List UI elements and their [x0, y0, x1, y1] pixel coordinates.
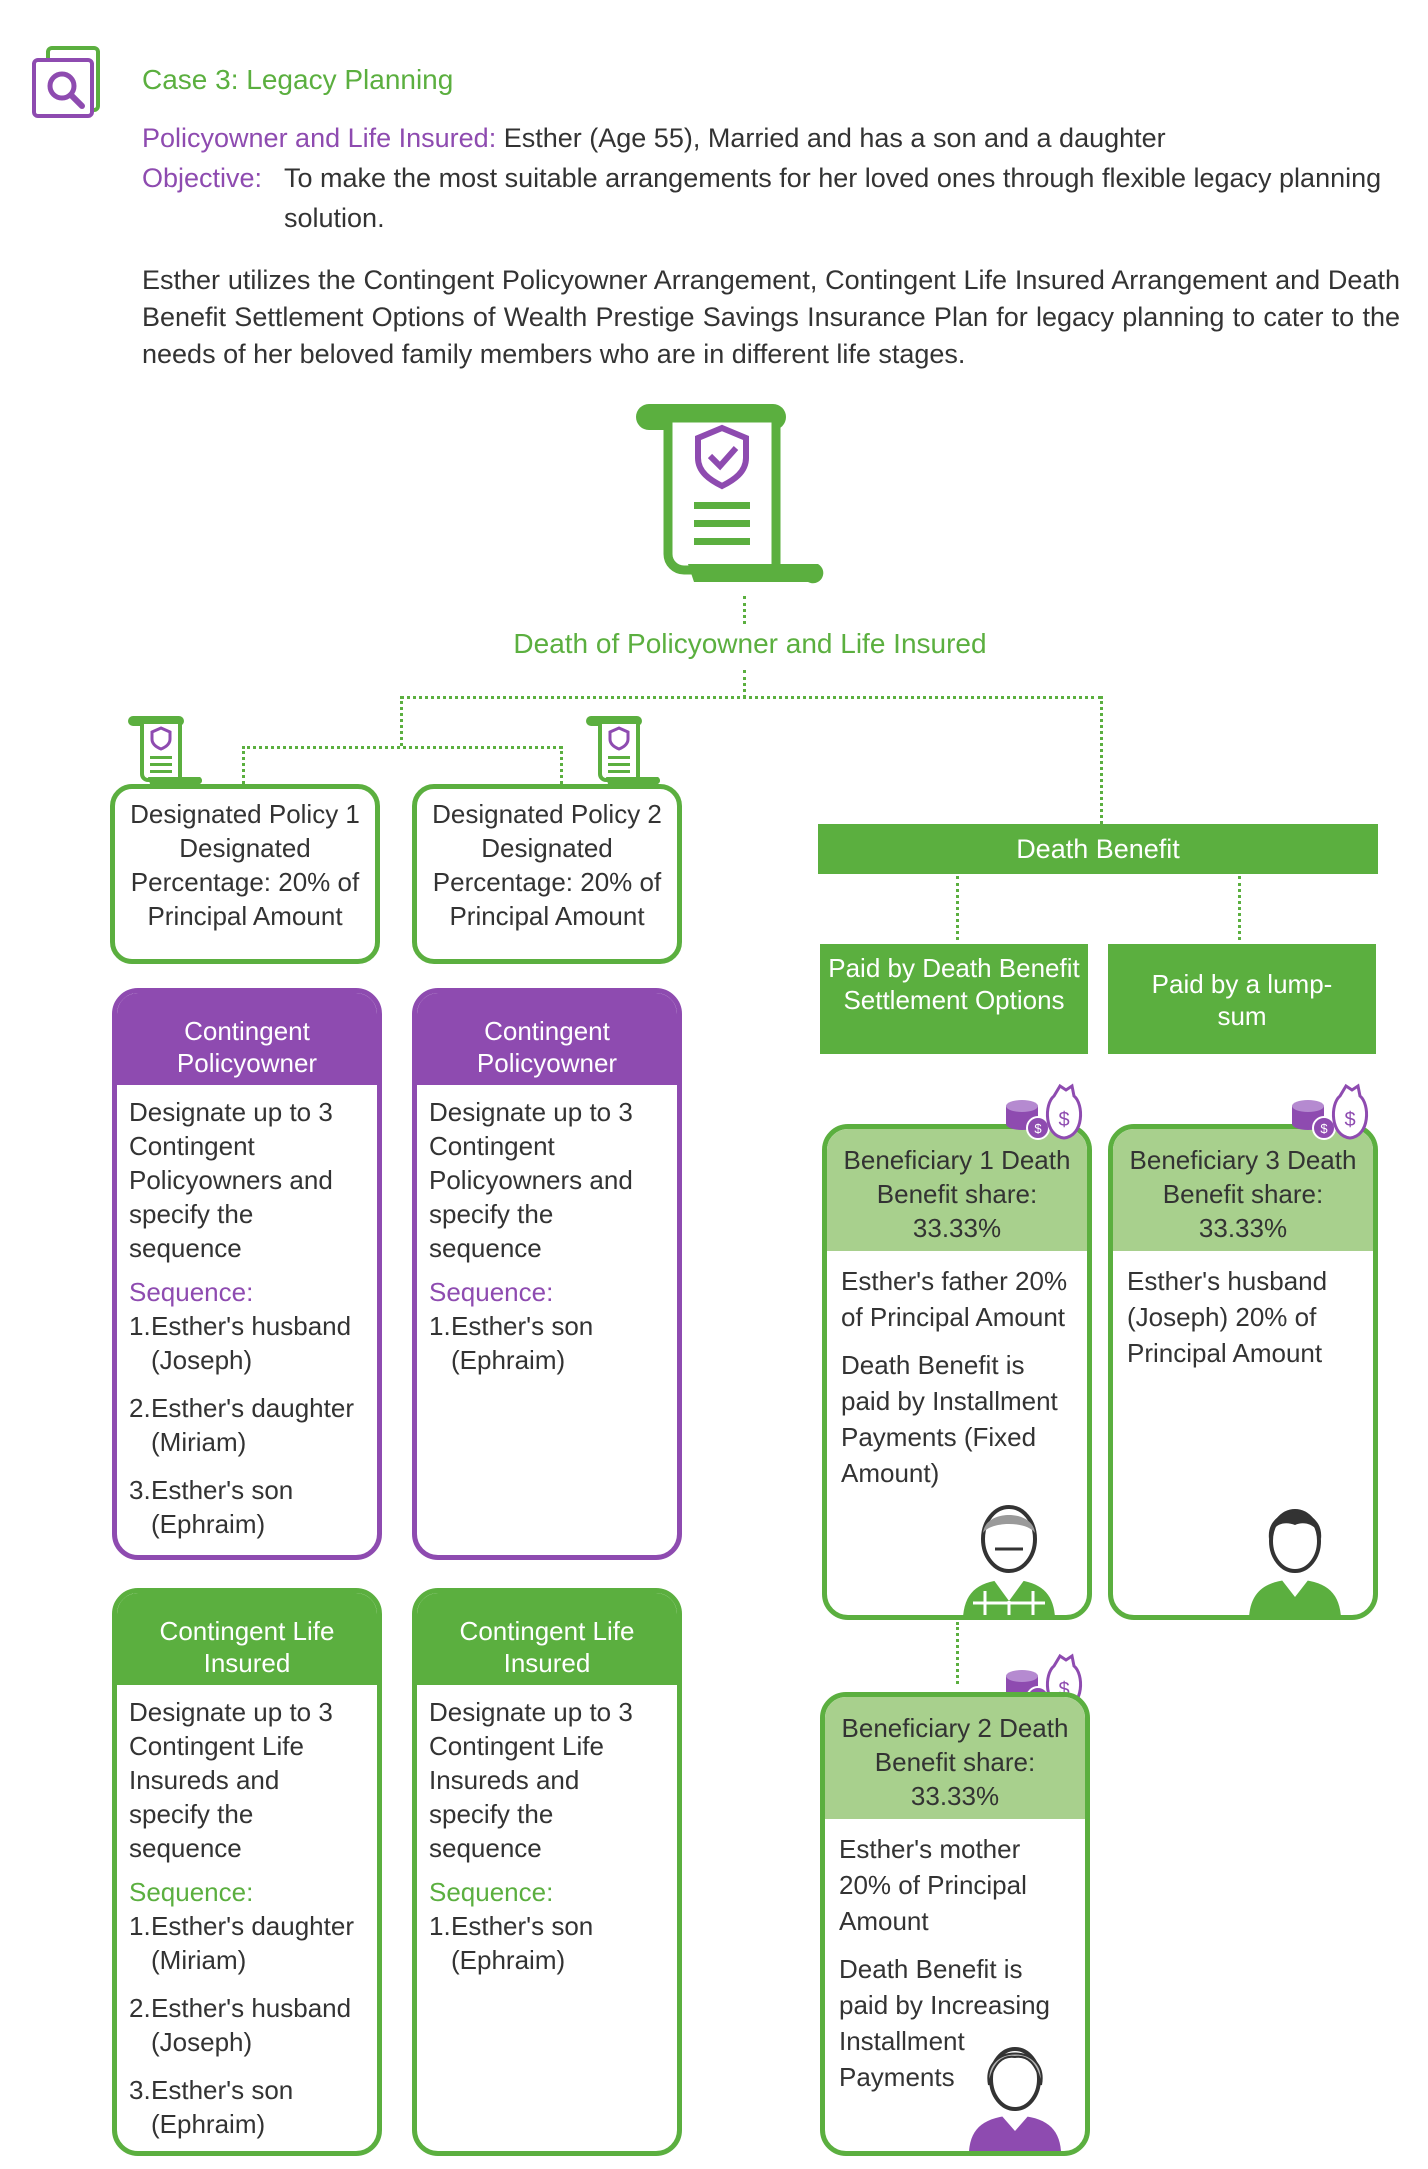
policy-2-icon: [584, 714, 661, 790]
sequence-item: 1.Esther's daughter (Miriam): [129, 1911, 354, 1975]
connector: [956, 876, 959, 940]
policy-scroll-icon: [128, 716, 203, 785]
designated-policy-2: Designated Policy 2 Designated Percentag…: [412, 784, 682, 964]
insured-label: Policyowner and Life Insured:: [142, 123, 497, 153]
beneficiary-header: Beneficiary 2 Death Benefit share: 33.33…: [825, 1697, 1085, 1819]
insured-line: Policyowner and Life Insured: Esther (Ag…: [142, 118, 1166, 158]
svg-text:$: $: [1344, 1109, 1355, 1131]
insured-value: Esther (Age 55), Married and has a son a…: [503, 123, 1166, 153]
designated-policy-1: Designated Policy 1 Designated Percentag…: [110, 784, 380, 964]
sequence-item: 2.Esther's husband (Joseph): [129, 1993, 352, 2057]
sequence-label: Sequence:: [429, 1877, 554, 1907]
intro-paragraph: Esther utilizes the Contingent Policyown…: [142, 265, 1400, 369]
death-benefit-bar: Death Benefit: [818, 824, 1378, 874]
connector: [400, 696, 1102, 699]
policy-1-icon: [126, 714, 203, 790]
sequence-item: 3.Esther's son (Ephraim): [129, 2075, 294, 2139]
connector: [242, 746, 562, 749]
policy-scroll-icon: [586, 716, 661, 785]
sequence-item: 1.Esther's son (Ephraim): [429, 1911, 594, 1975]
beneficiary-who: Esther's husband (Joseph) 20% of Princip…: [1127, 1266, 1328, 1368]
card-title: Contingent Life Insured: [417, 1593, 677, 1685]
connector: [560, 746, 563, 784]
card-title: Contingent Policyowner: [417, 993, 677, 1085]
man-icon: [1249, 1509, 1341, 1615]
sequence-item: 1.Esther's son (Ephraim): [429, 1311, 594, 1375]
sequence-item: 1.Esther's husband (Joseph): [129, 1311, 352, 1375]
sequence-item: 3.Esther's son (Ephraim): [129, 1475, 294, 1539]
settlement-options-box: Paid by Death Benefit Settlement Options: [820, 944, 1088, 1054]
card-title: Contingent Life Insured: [117, 1593, 377, 1685]
card-description: Designate up to 3 Contingent Life Insure…: [129, 1697, 333, 1863]
elderly-woman-icon: [969, 2047, 1061, 2151]
money-bag-icon: $ $: [1292, 1083, 1369, 1140]
beneficiary-1-card: Beneficiary 1 Death Benefit share: 33.33…: [822, 1124, 1092, 1620]
connector: [400, 696, 403, 746]
contingent-life-insured-card-2: Contingent Life Insured Designate up to …: [412, 1588, 682, 2156]
svg-text:$: $: [1058, 1679, 1069, 1701]
beneficiary-2-card: Beneficiary 2 Death Benefit share: 33.33…: [820, 1692, 1090, 2156]
svg-text:$: $: [1320, 1121, 1328, 1136]
beneficiary-note: Death Benefit is paid by Increasing Inst…: [839, 1954, 1051, 2092]
card-description: Designate up to 3 Contingent Policyowner…: [129, 1097, 333, 1263]
search-document-icon: [32, 46, 100, 118]
connector: [743, 596, 746, 624]
sequence-label: Sequence:: [129, 1877, 254, 1907]
beneficiary-who: Esther's mother 20% of Principal Amount: [839, 1834, 1027, 1936]
card-description: Designate up to 3 Contingent Policyowner…: [429, 1097, 633, 1263]
case-icon: [30, 44, 106, 120]
contingent-life-insured-card-1: Contingent Life Insured Designate up to …: [112, 1588, 382, 2156]
svg-text:$: $: [1034, 1121, 1042, 1136]
connector: [743, 670, 746, 698]
svg-text:$: $: [1058, 1109, 1069, 1131]
case-title: Case 3: Legacy Planning: [142, 64, 454, 95]
sequence-label: Sequence:: [429, 1277, 554, 1307]
beneficiary-header: Beneficiary 3 Death Benefit share: 33.33…: [1113, 1129, 1373, 1251]
beneficiary-3-card: Beneficiary 3 Death Benefit share: 33.33…: [1108, 1124, 1378, 1620]
money-bag-icon: $ $: [1006, 1083, 1083, 1140]
event-label: Death of Policyowner and Life Insured: [513, 628, 987, 659]
elderly-man-icon: [963, 1505, 1055, 1615]
card-title: Contingent Policyowner: [117, 993, 377, 1085]
contingent-policyowner-card-1: Contingent Policyowner Designate up to 3…: [112, 988, 382, 1560]
lump-sum-box: Paid by a lump-sum: [1108, 944, 1376, 1054]
policy-scroll-icon: [636, 404, 824, 584]
beneficiary-note: Death Benefit is paid by Installment Pay…: [841, 1350, 1058, 1488]
sequence-item: 2.Esther's daughter (Miriam): [129, 1393, 354, 1457]
sequence-label: Sequence:: [129, 1277, 254, 1307]
objective-label: Objective:: [142, 163, 263, 193]
objective-value: To make the most suitable arrangements f…: [284, 163, 1382, 233]
main-policy-icon: [628, 398, 828, 592]
connector: [242, 746, 245, 784]
connector: [956, 1622, 959, 1684]
beneficiary-header: Beneficiary 1 Death Benefit share: 33.33…: [827, 1129, 1087, 1251]
contingent-policyowner-card-2: Contingent Policyowner Designate up to 3…: [412, 988, 682, 1560]
connector: [1100, 696, 1103, 824]
connector: [1238, 876, 1241, 940]
card-description: Designate up to 3 Contingent Life Insure…: [429, 1697, 633, 1863]
beneficiary-who: Esther's father 20% of Principal Amount: [841, 1266, 1068, 1332]
